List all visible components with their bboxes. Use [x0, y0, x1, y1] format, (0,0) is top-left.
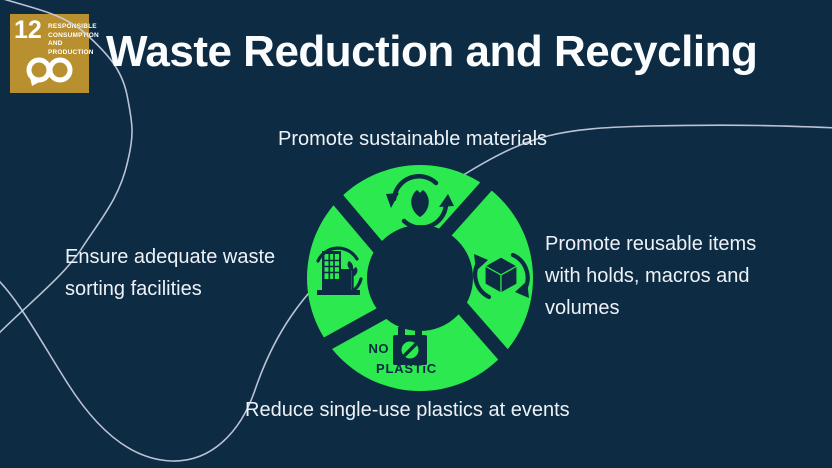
- sdg12-caption-line: CONSUMPTION: [48, 31, 99, 39]
- curve-line-bottom-right: [0, 124, 832, 462]
- label-reduce-single-use-plastics: Reduce single-use plastics at events: [245, 399, 570, 421]
- ring-gap: [451, 296, 514, 366]
- slide-title: Waste Reduction and Recycling: [106, 27, 758, 76]
- label-ensure-waste-sorting: Ensure adequate waste sorting facilities: [65, 246, 276, 300]
- ring-hole: [367, 225, 473, 331]
- no-plastic-text-plastic: PLASTiC: [376, 361, 437, 376]
- waste-sorting-facility-icon: [316, 246, 363, 295]
- sdg12-caption: RESPONSIBLE CONSUMPTION AND PRODUCTION: [48, 23, 99, 57]
- sdg12-caption-line: AND PRODUCTION: [48, 40, 94, 56]
- reusable-box-icon: [473, 252, 530, 300]
- no-plastic-text-no: NO: [369, 341, 390, 356]
- infinity-arrowhead: [30, 77, 41, 86]
- label-promote-reusable-items: Promote reusable items with holds, macro…: [545, 233, 757, 319]
- infinity-loop-icon: [26, 57, 73, 86]
- sdg12-caption-line: RESPONSIBLE: [48, 23, 97, 30]
- curve-line-left: [0, 0, 133, 334]
- ring-gap: [316, 303, 395, 353]
- recycle-leaves-icon: [386, 174, 454, 230]
- sdg12-number: 12: [14, 16, 42, 44]
- sdg12-badge: 12 RESPONSIBLE CONSUMPTION AND PRODUCTIO…: [10, 14, 99, 93]
- ring-gap: [433, 175, 497, 245]
- no-plastic-bag-icon: NO PLASTiC: [369, 327, 437, 376]
- ring-gap: [327, 188, 390, 260]
- ring-gaps: [316, 175, 514, 366]
- recycling-ring: NO PLASTiC: [307, 165, 533, 391]
- label-promote-sustainable-materials: Promote sustainable materials: [278, 128, 548, 150]
